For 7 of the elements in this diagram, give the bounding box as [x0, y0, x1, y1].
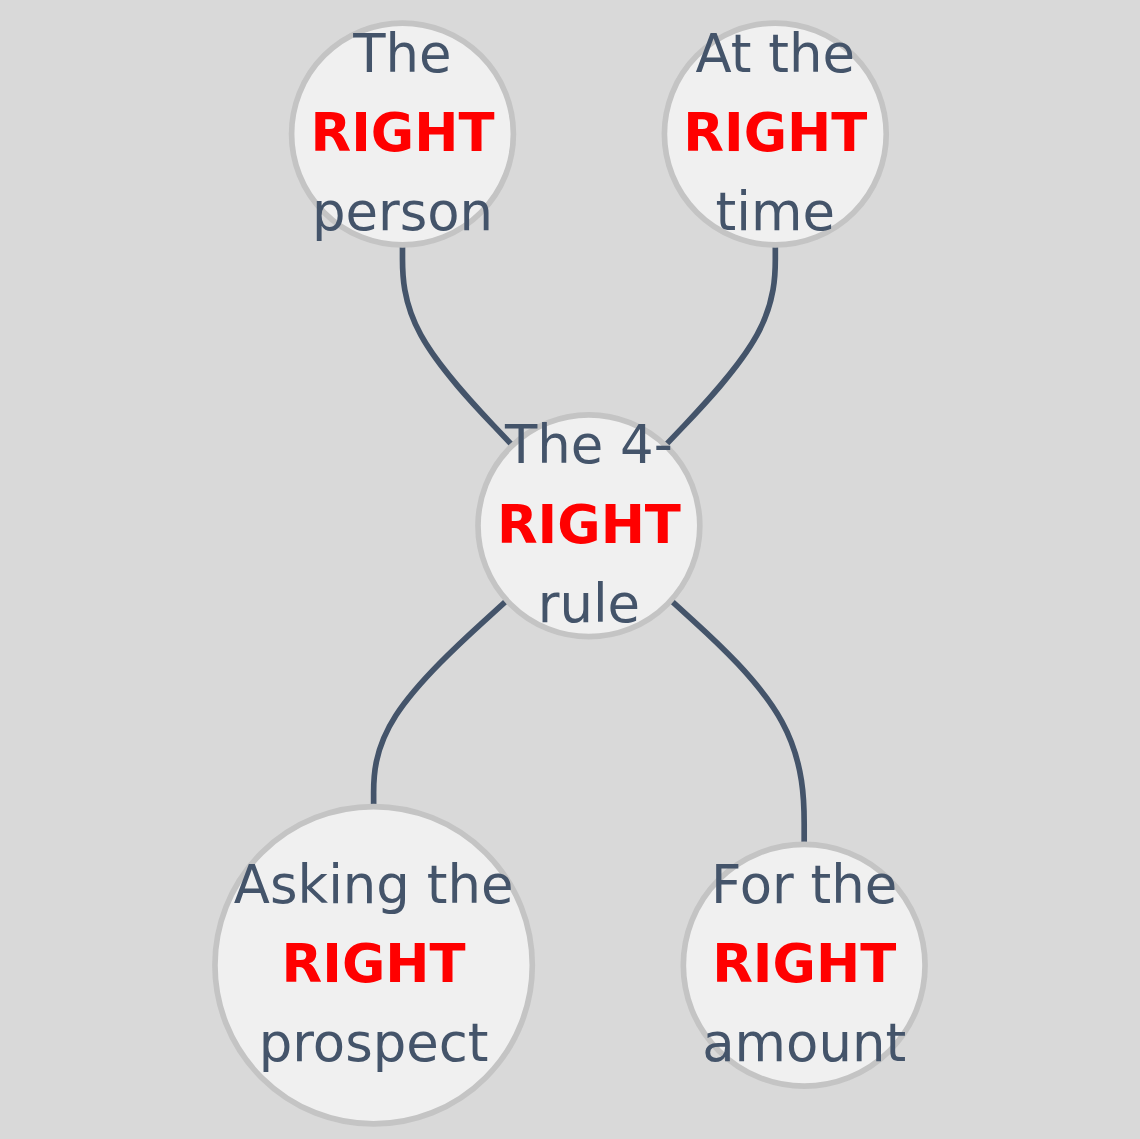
connector [669, 598, 808, 845]
node-circle: Asking the RIGHT prospect [212, 803, 536, 1127]
connector [370, 598, 509, 807]
node-circle: For the RIGHT amount [680, 841, 928, 1089]
node-circle: The 4- RIGHT rule [475, 412, 703, 640]
node-circle: The RIGHT person [288, 20, 517, 248]
node-circle: At the RIGHT time [661, 20, 890, 248]
